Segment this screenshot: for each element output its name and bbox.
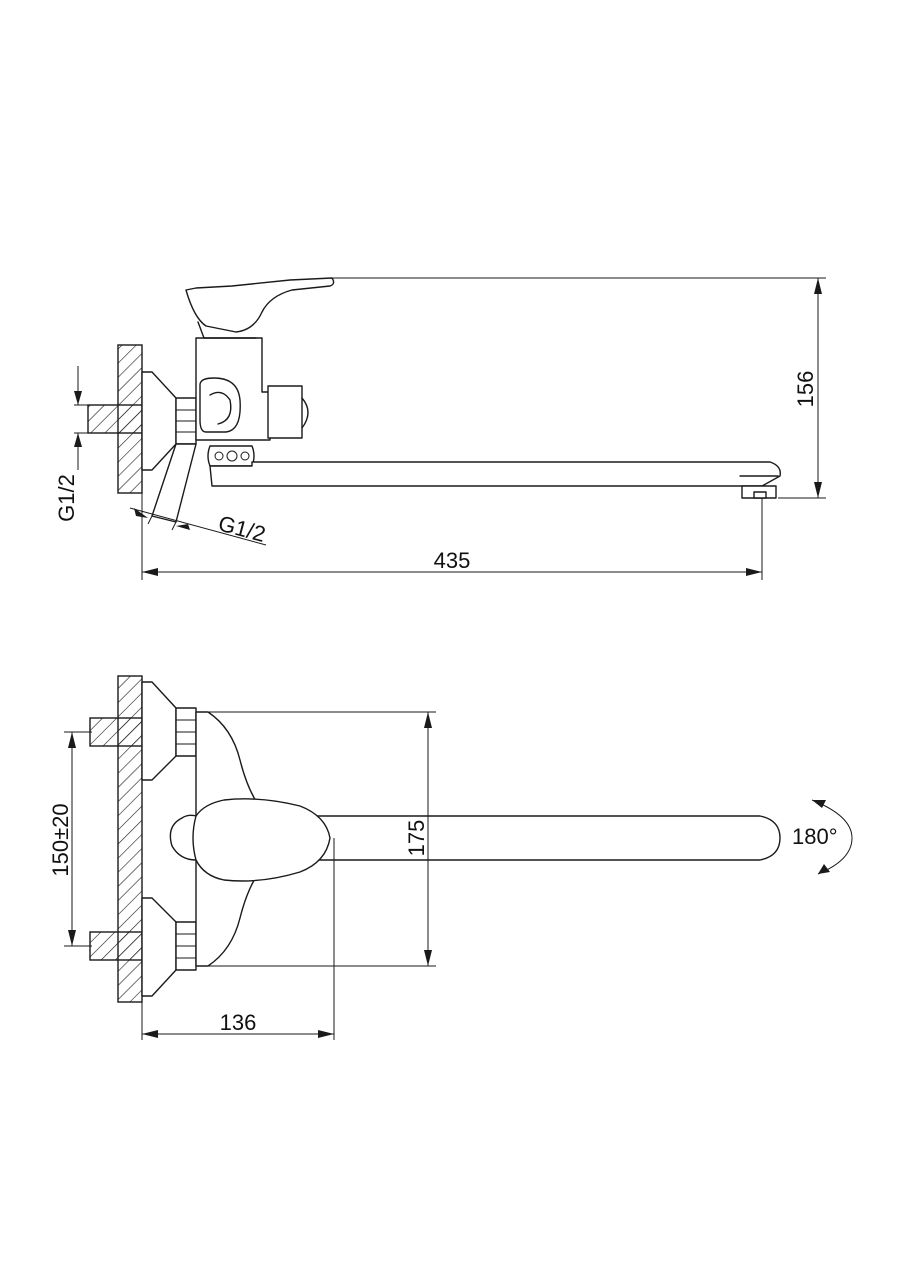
height-dimension-label: 156 [793, 371, 818, 408]
lever-handle-side [185, 277, 335, 333]
diverter-box-side [267, 385, 303, 439]
spout-top [261, 815, 781, 861]
thread-left-label: G1/2 [54, 474, 79, 522]
inlet-pipe-top-upper [89, 717, 147, 747]
top-view: 175 150±20 136 180° [48, 675, 853, 1040]
inlet-pipe-top-lower [89, 931, 147, 961]
lever-handle-top [169, 798, 331, 882]
escutcheon-top-lower [141, 897, 177, 997]
rotation-arc [811, 799, 853, 875]
escutcheon-side [141, 371, 177, 471]
inlet-pipe-side [87, 404, 147, 434]
body-width-label: 175 [404, 820, 429, 857]
depth-label: 136 [220, 1010, 257, 1035]
mixer-body-side [195, 337, 271, 441]
thread-diagonal-label: G1/2 [216, 511, 269, 547]
rotation-label: 180° [792, 824, 838, 849]
center-distance-label: 150±20 [48, 803, 73, 876]
escutcheon-top-upper [141, 681, 177, 781]
total-length-label: 435 [434, 548, 471, 573]
spout-side [209, 461, 781, 487]
side-view: 156 G1/2 G1/2 435 [54, 277, 826, 580]
